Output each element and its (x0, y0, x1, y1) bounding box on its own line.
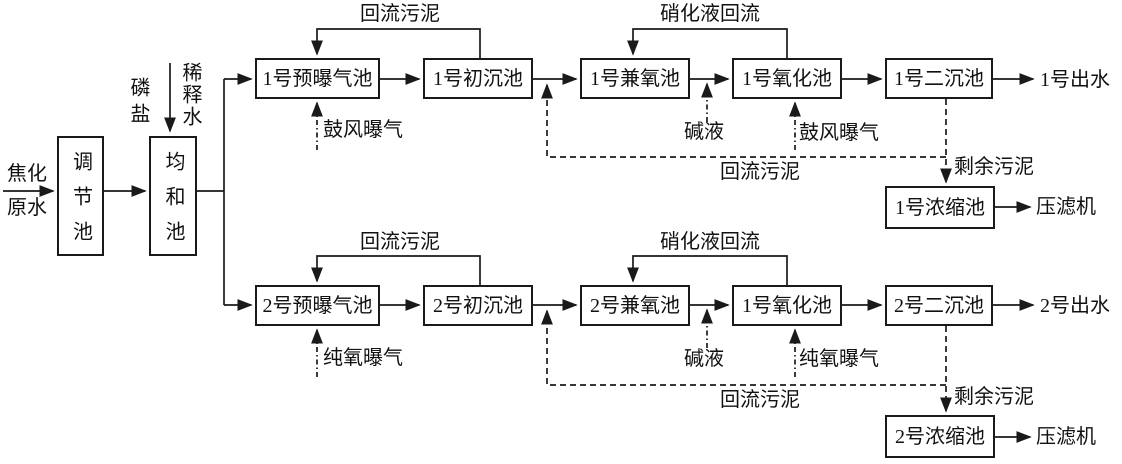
dilution-water-label: 稀释水 (179, 62, 201, 128)
phosphate-label: 磷盐 (127, 77, 149, 129)
train2-oxidation-tank: 1号氧化池 (732, 285, 842, 326)
train2-alkali-label: 碱液 (684, 348, 724, 370)
train1-oxidation-aeration-label: 鼓风曝气 (799, 122, 879, 144)
regulation-tank-box: 调节池 (57, 136, 104, 256)
influent-label-line2: 原水 (7, 197, 47, 219)
train2-excess-sludge-label: 剩余污泥 (954, 386, 1034, 408)
plain-connectors (197, 79, 225, 305)
train1-alkali-label: 碱液 (684, 121, 724, 143)
train2-pre-aeration-input-label: 纯氧曝气 (323, 347, 403, 369)
train1-secondary-settling-tank: 1号二沉池 (885, 58, 993, 99)
train2-thickening-tank: 2号浓缩池 (885, 415, 995, 458)
train1-return-sludge-bottom-label: 回流污泥 (720, 161, 800, 183)
train2-secondary-settling-tank: 2号二沉池 (885, 285, 993, 326)
train2-oxidation-aeration-label: 纯氧曝气 (799, 348, 879, 370)
train1-pre-aeration-tank: 1号预曝气池 (255, 58, 380, 99)
equalization-tank-box: 均和池 (149, 136, 197, 256)
train2-primary-settling-tank: 2号初沉池 (423, 285, 533, 326)
train2-return-sludge-top-label: 回流污泥 (360, 231, 440, 253)
train2-filter-press-label: 压滤机 (1036, 426, 1096, 448)
flow-arrows (3, 28, 1035, 443)
train1-thickening-tank: 1号浓缩池 (885, 186, 995, 229)
train1-oxidation-tank: 1号氧化池 (732, 58, 842, 99)
train1-excess-sludge-label: 剩余污泥 (954, 156, 1034, 178)
train2-nitrified-return-label: 硝化液回流 (660, 231, 760, 253)
train1-filter-press-label: 压滤机 (1036, 196, 1096, 218)
train1-primary-settling-tank: 1号初沉池 (423, 58, 533, 99)
dosing-arrows (311, 82, 801, 377)
train1-effluent-label: 1号出水 (1040, 69, 1110, 91)
train2-pre-aeration-tank: 2号预曝气池 (255, 285, 380, 326)
train2-effluent-label: 2号出水 (1040, 295, 1110, 317)
sludge-return-lines (541, 83, 952, 413)
train1-nitrified-return-label: 硝化液回流 (660, 3, 760, 25)
train1-facultative-tank: 1号兼氧池 (580, 58, 690, 99)
influent-label-line1: 焦化 (7, 163, 47, 185)
train1-return-sludge-top-label: 回流污泥 (360, 3, 440, 25)
train2-return-sludge-bottom-label: 回流污泥 (720, 389, 800, 411)
train1-pre-aeration-input-label: 鼓风曝气 (323, 119, 403, 141)
train2-facultative-tank: 2号兼氧池 (580, 285, 690, 326)
